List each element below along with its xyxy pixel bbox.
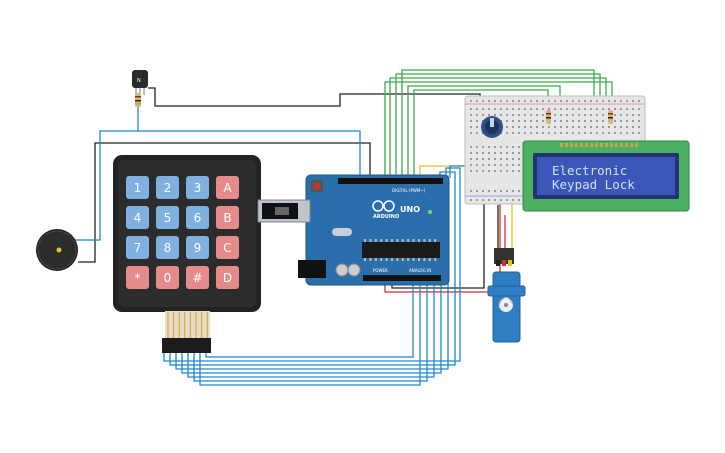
keypad-keys: 1 2 3 A 4 5 6 B 7 8 9 C * 0 # D — [126, 176, 239, 289]
keypad-key-label: 2 — [164, 181, 172, 195]
keypad-key-label: * — [135, 271, 141, 285]
wire-blue-buzzer[interactable] — [70, 130, 361, 241]
keypad-key-label: 0 — [164, 271, 172, 285]
wire-keypad-3[interactable] — [181, 283, 442, 374]
keypad-key[interactable] — [216, 236, 239, 259]
wire-black-buzzer[interactable] — [78, 142, 371, 263]
lcd-line-1: Electronic — [552, 163, 627, 178]
arduino-logo-icon — [372, 200, 395, 212]
piezo-buzzer[interactable] — [36, 229, 78, 271]
keypad-key-label: 9 — [194, 241, 202, 255]
keypad-key[interactable] — [126, 176, 149, 199]
keypad-key[interactable] — [186, 266, 209, 289]
chip-pins — [364, 239, 437, 261]
wire-keypad-1[interactable] — [169, 171, 456, 366]
wire-keypad-8[interactable] — [163, 167, 461, 362]
potentiometer[interactable] — [481, 116, 503, 138]
keypad-4x4[interactable]: 1 2 3 A 4 5 6 B 7 8 9 C * 0 # D — [113, 155, 261, 353]
keypad-key[interactable] — [156, 266, 179, 289]
keypad-key[interactable] — [156, 176, 179, 199]
keypad-key-label: C — [223, 241, 231, 255]
keypad-key[interactable] — [186, 206, 209, 229]
wire-black-transistor[interactable] — [148, 87, 481, 108]
keypad-key-label: 1 — [134, 181, 142, 195]
wire-black-gnd[interactable] — [391, 200, 485, 289]
keypad-key[interactable] — [186, 236, 209, 259]
keypad-key-label: 3 — [194, 181, 202, 195]
resistor-breadboard-2[interactable] — [608, 110, 613, 124]
keypad-key[interactable] — [216, 176, 239, 199]
lcd-pins — [560, 143, 638, 147]
arduino-uno[interactable]: ARDUINO UNO POWER ANALOG IN DIGITAL (PWM… — [257, 174, 450, 286]
transistor[interactable]: N — [132, 70, 148, 95]
keypad-key-label: A — [223, 181, 232, 195]
keypad-key-label: D — [223, 271, 232, 285]
keypad-key[interactable] — [156, 236, 179, 259]
keypad-key[interactable] — [186, 176, 209, 199]
wire-keypad-6[interactable] — [199, 283, 421, 386]
keypad-ribbon — [167, 312, 208, 340]
keypad-key[interactable] — [126, 266, 149, 289]
wire-keypad-5[interactable] — [193, 283, 428, 382]
keypad-key[interactable] — [216, 206, 239, 229]
keypad-key-label: 7 — [134, 241, 142, 255]
transistor-label: N — [137, 78, 141, 84]
keypad-key[interactable] — [156, 206, 179, 229]
arduino-label-digital: DIGITAL (PWM~) — [392, 188, 426, 193]
keypad-key[interactable] — [216, 266, 239, 289]
keypad-key-label: B — [223, 211, 231, 225]
lcd-display[interactable]: Electronic Keypad Lock — [522, 140, 690, 212]
keypad-key[interactable] — [126, 236, 149, 259]
resistor-transistor[interactable] — [135, 93, 141, 107]
arduino-brand: ARDUINO — [373, 214, 399, 220]
servo-motor[interactable] — [487, 248, 526, 343]
keypad-key[interactable] — [126, 206, 149, 229]
lcd-line-2: Keypad Lock — [552, 177, 635, 192]
keypad-key-label: # — [192, 271, 202, 285]
keypad-key-label: 8 — [164, 241, 172, 255]
wire-keypad-4[interactable] — [187, 283, 435, 378]
keypad-key-label: 6 — [194, 211, 202, 225]
arduino-model: UNO — [400, 205, 420, 214]
keypad-key-label: 4 — [134, 211, 142, 225]
arduino-label-analog: ANALOG IN — [409, 268, 431, 273]
keypad-key-label: 5 — [164, 211, 172, 225]
resistor-breadboard-1[interactable] — [546, 110, 551, 124]
wire-keypad-7[interactable] — [205, 283, 414, 358]
arduino-label-power: POWER — [373, 268, 388, 273]
